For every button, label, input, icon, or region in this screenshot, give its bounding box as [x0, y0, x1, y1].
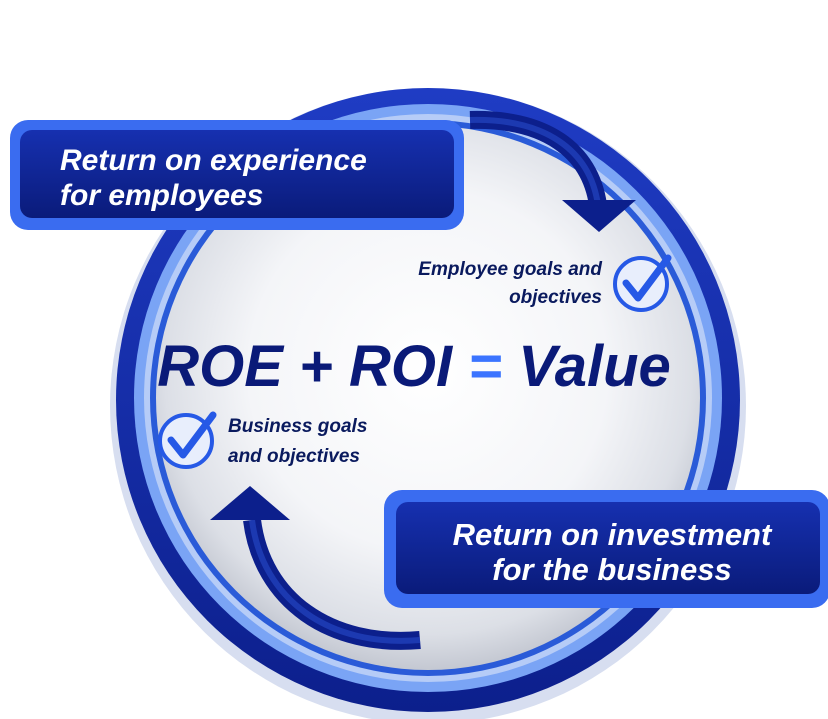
checkmark-circle-icon: [158, 411, 217, 469]
employee-goals-line-1: Employee goals and: [418, 259, 602, 280]
roi-box-line-1: Return on investment: [453, 517, 773, 552]
equation-equals: =: [468, 334, 502, 399]
roe-box-line-1: Return on experience: [60, 144, 367, 177]
arrow-down-icon: [469, 110, 636, 232]
roe-box-line-2: for employees: [60, 179, 263, 212]
roi-box-line-2: for the business: [492, 552, 731, 587]
arrow-up-icon: [210, 486, 421, 650]
equation-prefix: ROE + ROI: [157, 334, 468, 399]
employee-goals-line-2: objectives: [509, 287, 602, 308]
roi-box: Return on investment for the business: [384, 490, 828, 608]
business-goals-line-1: Business goals: [228, 416, 367, 437]
equation-suffix: Value: [502, 334, 671, 399]
checkmark-circle-icon: [613, 254, 672, 312]
roe-box: Return on experience for employees: [10, 120, 464, 230]
equation: ROE + ROI = Value: [157, 334, 671, 399]
business-goals: Business goals and objectives: [228, 416, 367, 467]
business-goals-line-2: and objectives: [228, 446, 360, 467]
employee-goals: Employee goals and objectives: [418, 259, 602, 308]
